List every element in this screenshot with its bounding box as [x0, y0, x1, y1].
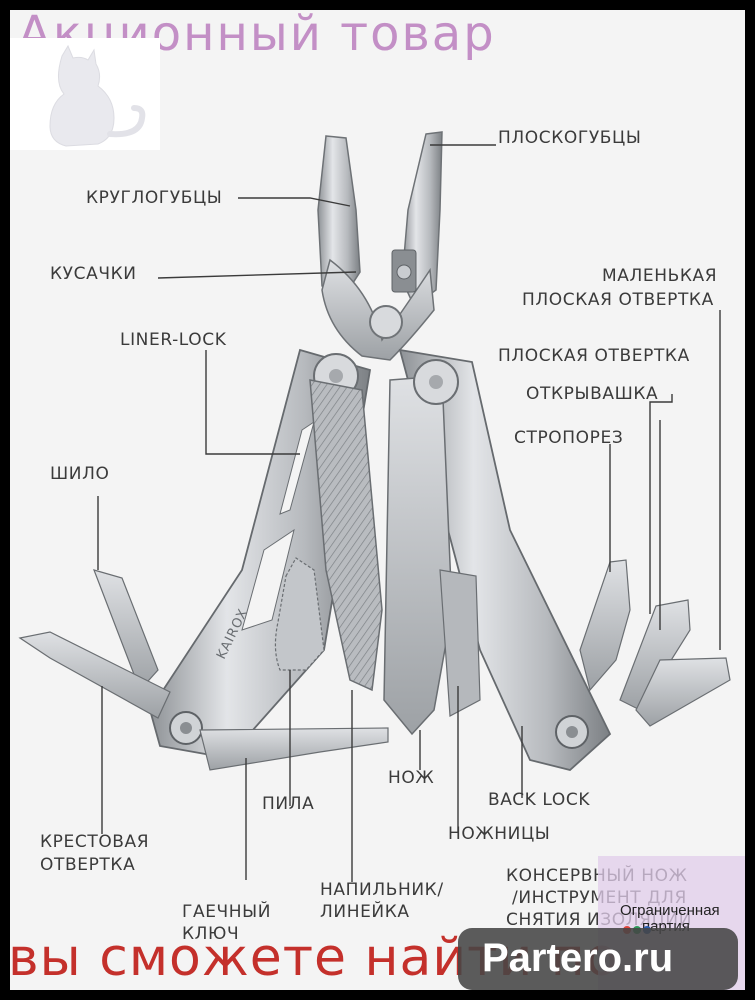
file-blade [309, 379, 383, 692]
multitool-illustration: KAIROX [18, 131, 731, 882]
label-awl: ШИЛО [50, 464, 110, 484]
label-phillips-2: ОТВЕРТКА [40, 855, 136, 875]
label-pliers: ПЛОСКОГУБЦЫ [498, 128, 642, 148]
label-strap-cutter: СТРОПОРЕЗ [514, 428, 624, 448]
label-file-2: ЛИНЕЙКА [320, 902, 410, 922]
label-round-pliers: КРУГЛОГУБЦЫ [86, 188, 223, 208]
label-scissors: НОЖНИЦЫ [448, 824, 551, 844]
label-phillips-1: КРЕСТОВАЯ [40, 832, 150, 852]
label-wrench-1: ГАЕЧНЫЙ [182, 902, 272, 922]
site-badge[interactable] [458, 928, 738, 990]
small-screwdriver-tool [635, 657, 731, 727]
pliers-jaws [317, 131, 443, 361]
label-flat-screwdriver: ПЛОСКАЯ ОТВЕРТКА [498, 346, 690, 366]
right-handle [383, 348, 612, 771]
limited-line-1: Ограниченная [620, 902, 720, 919]
wrench-tool [199, 727, 389, 771]
label-small-screwdriver-2: ПЛОСКАЯ ОТВЕРТКА [522, 290, 714, 310]
awl-tool [93, 569, 159, 692]
strap-cutter-tool [579, 559, 631, 692]
label-cutters: КУСАЧКИ [50, 264, 137, 284]
label-saw: ПИЛА [262, 794, 315, 814]
label-back-lock: BACK LOCK [488, 790, 591, 810]
label-file-1: НАПИЛЬНИК/ [320, 880, 444, 900]
leader-lines [97, 144, 721, 882]
label-knife: НОЖ [388, 768, 435, 788]
saw-blade [274, 557, 325, 671]
phillips-tool [18, 631, 171, 719]
product-image: Акционный товар [10, 10, 745, 990]
label-small-screwdriver-1: МАЛЕНЬКАЯ [602, 266, 718, 286]
label-liner-lock: LINER-LOCK [120, 330, 227, 350]
site-name[interactable]: Partero.ru [482, 936, 674, 980]
label-wrench-2: КЛЮЧ [182, 924, 240, 944]
cat-watermark-icon [10, 38, 160, 150]
label-bottle-opener: ОТКРЫВАШКА [526, 384, 659, 404]
